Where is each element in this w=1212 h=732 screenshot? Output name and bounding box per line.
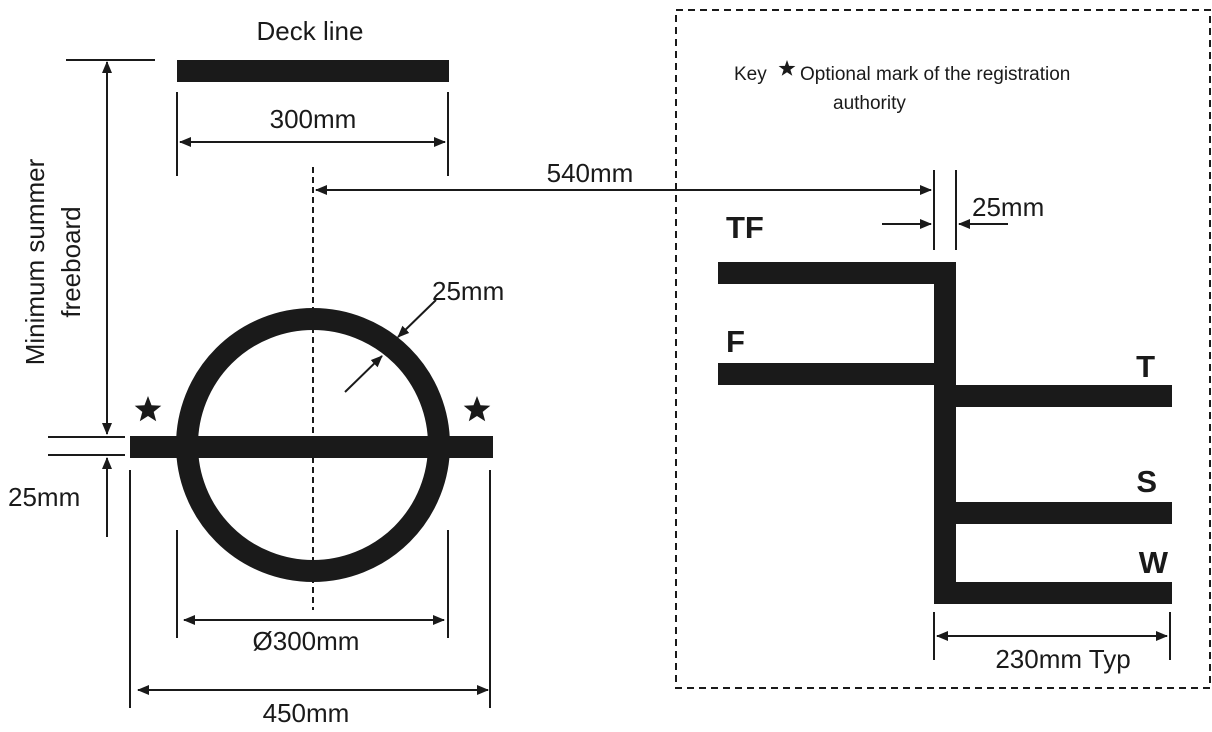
key-text-line1: Optional mark of the registration	[800, 64, 1070, 85]
load-line-w-bar	[934, 582, 1172, 604]
deck-line-bar	[177, 60, 449, 82]
dim-diameter-label: Ø300mm	[253, 626, 360, 656]
key-text-line2: authority	[833, 93, 906, 114]
freeboard-label-line2: freeboard	[56, 206, 86, 317]
load-line-tf-bar	[718, 262, 956, 284]
key-box-border	[675, 9, 1211, 689]
dim-230-label: 230mm Typ	[995, 644, 1130, 674]
horizontal-bar	[130, 436, 493, 458]
star-icon	[778, 60, 796, 76]
star-icon	[134, 396, 162, 422]
dim-540-label: 540mm	[547, 158, 634, 188]
load-line-tf-label: TF	[726, 210, 764, 245]
load-line-vertical-bar	[934, 262, 956, 604]
load-line-f-bar	[718, 363, 956, 385]
dim-25-top-label: 25mm	[972, 192, 1044, 222]
load-line-w-label: W	[1139, 545, 1169, 580]
load-line-t-bar	[934, 385, 1172, 407]
deck-line-label: Deck line	[257, 16, 364, 46]
key-prefix: Key	[734, 64, 767, 85]
dim-300-label: 300mm	[270, 104, 357, 134]
freeboard-label-line1: Minimum summer	[20, 158, 50, 365]
load-line-s-bar	[934, 502, 1172, 524]
dim-450-label: 450mm	[263, 698, 350, 727]
dim-25-left-label: 25mm	[8, 482, 80, 512]
star-icon	[463, 396, 491, 422]
dim-25-ring-label: 25mm	[432, 276, 504, 306]
ring-thickness-arrow-outer	[397, 299, 437, 338]
ring-thickness-arrow-inner	[344, 355, 383, 393]
load-line-f-label: F	[726, 324, 745, 359]
load-line-t-label: T	[1136, 349, 1155, 384]
load-line-s-label: S	[1136, 464, 1157, 499]
